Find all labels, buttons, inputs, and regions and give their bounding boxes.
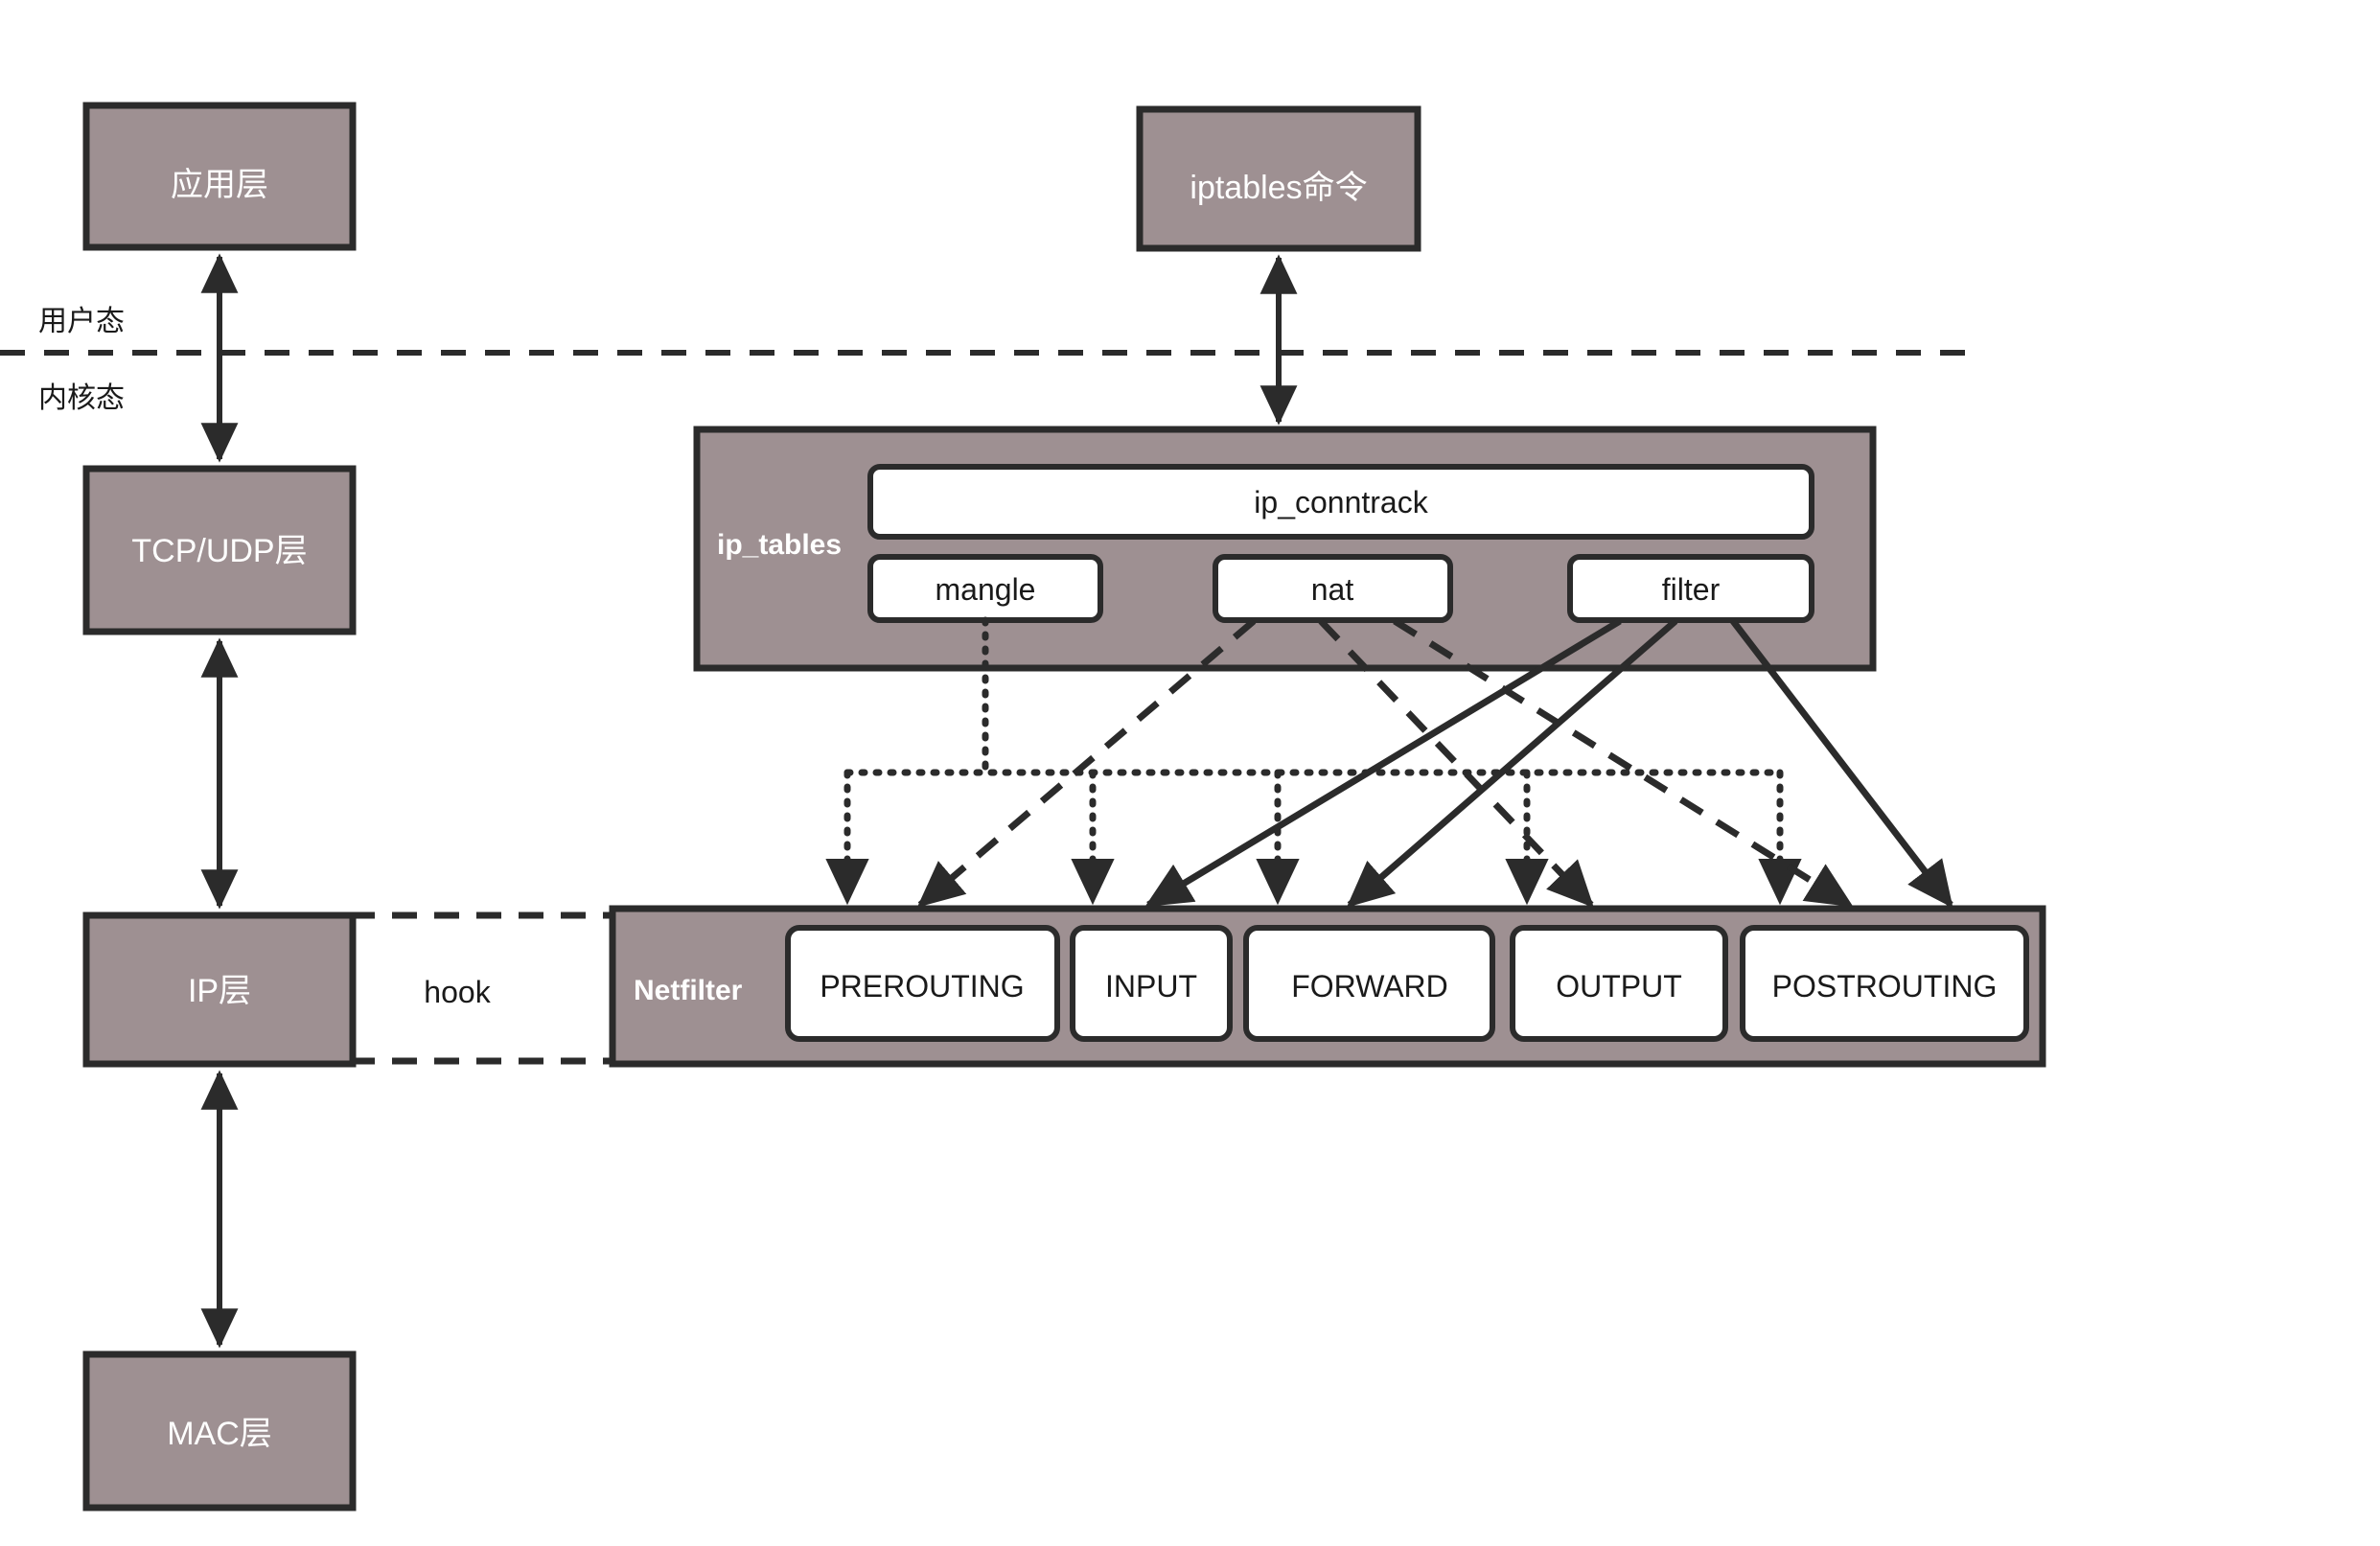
tcp-udp-layer-box[interactable]: TCP/UDP层 xyxy=(82,465,357,635)
mangle-connector-group xyxy=(825,616,1802,906)
chain-label-output: OUTPUT xyxy=(1556,969,1682,1004)
nat-to-output xyxy=(1318,618,1594,909)
filter-to-input xyxy=(1144,618,1622,908)
table-label-mangle: mangle xyxy=(936,572,1036,607)
kernel-mode-label: 内核态 xyxy=(38,382,125,414)
mac-layer-box[interactable]: MAC层 xyxy=(82,1350,357,1511)
app-layer-box[interactable]: 应用层 xyxy=(82,102,357,251)
chain-box-forward[interactable]: FORWARD xyxy=(1243,925,1495,1042)
app-layer-label: 应用层 xyxy=(171,167,268,203)
filter-to-output xyxy=(1730,618,1953,909)
chain-box-postrouting[interactable]: POSTROUTING xyxy=(1740,925,2029,1042)
table-label-filter: filter xyxy=(1662,572,1721,607)
chain-box-output[interactable]: OUTPUT xyxy=(1510,925,1728,1042)
filter-connector-group xyxy=(1144,618,1953,909)
nat-to-postrouting xyxy=(1393,618,1854,908)
iptables-command-box[interactable]: iptables命令 xyxy=(1136,105,1421,252)
filter-to-forward xyxy=(1346,618,1678,908)
chain-label-input: INPUT xyxy=(1105,969,1197,1004)
protocol-stack: 应用层 TCP/UDP层 IP层 MAC层 xyxy=(82,102,357,1511)
chain-label-postrouting: POSTROUTING xyxy=(1772,969,1998,1004)
table-box-mangle[interactable]: mangle xyxy=(867,554,1103,623)
iptables-command-label: iptables命令 xyxy=(1190,170,1367,206)
netfilter-container[interactable]: Netfilter PREROUTING INPUT FORWARD OUTPU… xyxy=(609,905,2046,1068)
table-box-filter[interactable]: filter xyxy=(1567,554,1814,623)
ip-conntrack-box[interactable]: ip_conntrack xyxy=(867,464,1814,540)
ip-tables-container[interactable]: ip_tables ip_conntrack mangle nat filter xyxy=(693,426,1877,672)
chain-box-prerouting[interactable]: PREROUTING xyxy=(785,925,1060,1042)
ip-layer-label: IP层 xyxy=(188,973,251,1009)
mac-layer-label: MAC层 xyxy=(167,1416,272,1452)
netfilter-title: Netfilter xyxy=(634,975,743,1006)
table-label-nat: nat xyxy=(1311,572,1354,607)
user-kernel-boundary: 用户态 内核态 xyxy=(0,306,1979,414)
tcp-udp-layer-label: TCP/UDP层 xyxy=(131,533,307,569)
nat-connector-group xyxy=(916,618,1854,909)
chain-label-prerouting: PREROUTING xyxy=(820,969,1024,1004)
nat-to-prerouting xyxy=(916,618,1257,908)
hook-label: hook xyxy=(424,975,491,1009)
table-box-nat[interactable]: nat xyxy=(1213,554,1453,623)
user-mode-label: 用户态 xyxy=(38,306,125,337)
hook-connector: hook xyxy=(350,911,613,1065)
chain-label-forward: FORWARD xyxy=(1291,969,1448,1004)
ip-layer-box[interactable]: IP层 xyxy=(82,911,357,1068)
chain-box-input[interactable]: INPUT xyxy=(1070,925,1233,1042)
ip-conntrack-label: ip_conntrack xyxy=(1254,485,1428,519)
ip-tables-title: ip_tables xyxy=(717,529,842,561)
